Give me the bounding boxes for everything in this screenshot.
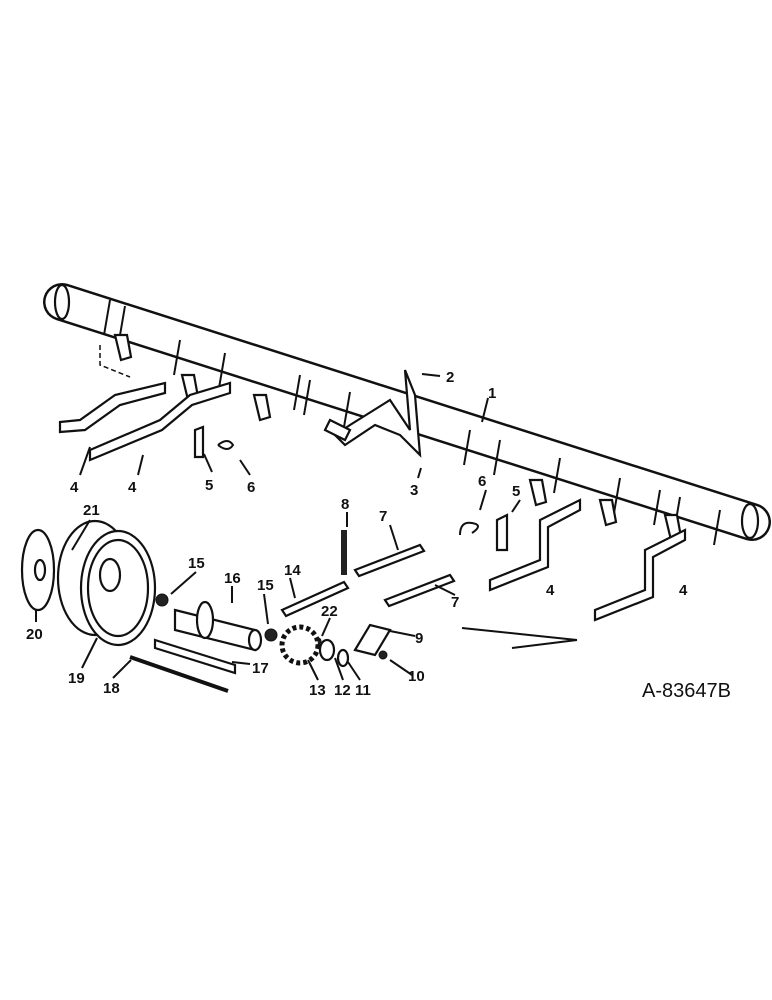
callout-6: 6: [247, 479, 255, 496]
disc-part-20: [20, 528, 56, 612]
callout-20: 20: [26, 626, 43, 643]
callout-9: 9: [415, 630, 423, 647]
callout-16: 16: [224, 570, 241, 587]
callout-12: 12: [334, 682, 351, 699]
callout-4: 4: [128, 479, 137, 496]
callout-7: 7: [379, 508, 387, 525]
main-axle-tube: [43, 283, 771, 546]
callout-21: 21: [83, 502, 100, 519]
callout-17: 17: [252, 660, 269, 677]
callout-19: 19: [68, 670, 85, 687]
callout-13: 13: [309, 682, 326, 699]
hub-part-16: [173, 600, 263, 652]
bars-part-7: [353, 543, 456, 608]
leader-lines: [35, 373, 578, 681]
callout-5: 5: [205, 477, 213, 494]
callout-3: 3: [410, 482, 418, 499]
axle-bolt-part-18: [129, 655, 229, 693]
drawing-number: A-83647B: [642, 680, 731, 702]
callout-11: 11: [355, 682, 371, 699]
pins-part-6: [217, 440, 479, 536]
callout-4: 4: [70, 479, 79, 496]
callout-8: 8: [341, 496, 349, 513]
callout-6: 6: [478, 473, 486, 490]
bracket-part-9: [353, 623, 392, 657]
callout-10: 10: [408, 668, 425, 685]
small-hardware: [155, 593, 388, 668]
spacer-part-17: [153, 638, 237, 675]
callout-14: 14: [284, 562, 301, 579]
callout-2: 2: [446, 369, 454, 386]
callout-4: 4: [679, 582, 688, 599]
callout-15: 15: [257, 577, 274, 594]
callout-18: 18: [103, 680, 120, 697]
sprocket-part-13: [279, 624, 321, 666]
wheel-rim-part-19: [56, 519, 157, 647]
callout-5: 5: [512, 483, 520, 500]
callout-22: 22: [321, 603, 338, 620]
callout-7: 7: [451, 594, 459, 611]
chain-part-14: [280, 580, 350, 618]
straps-part-4: [58, 381, 687, 622]
callout-1: 1: [488, 385, 496, 402]
callout-4: 4: [546, 582, 555, 599]
center-bracket-part-2: [323, 369, 422, 458]
callout-15: 15: [188, 555, 205, 572]
stud-part-8: [341, 530, 347, 575]
clips-part-5: [193, 425, 509, 552]
